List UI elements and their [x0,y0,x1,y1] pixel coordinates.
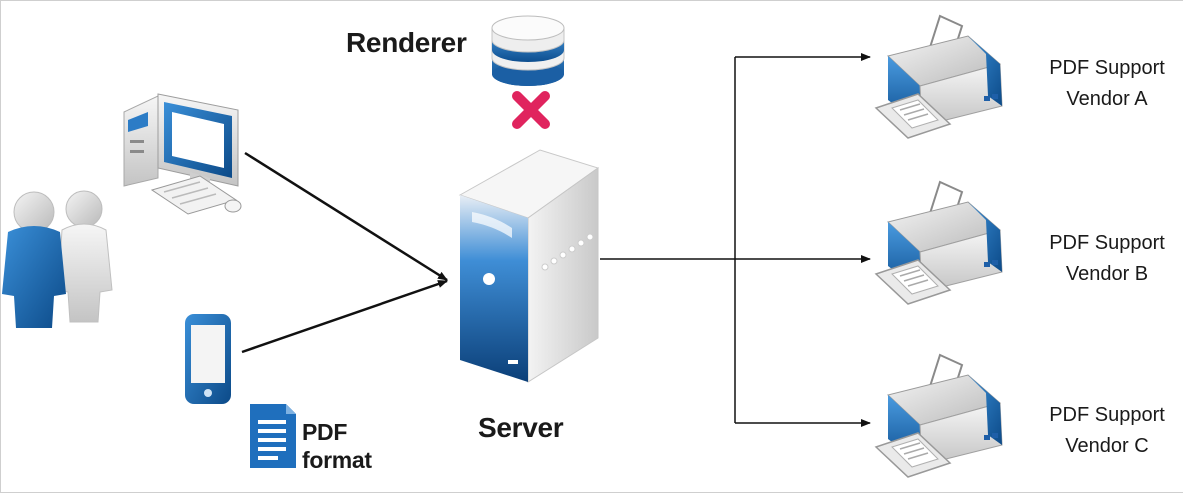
vendor-b-label: PDF Support Vendor B [1027,228,1186,290]
mobile-to-server-arrow [241,279,448,354]
vendor-c-line2: Vendor C [1065,435,1149,457]
users-icon [2,190,113,328]
vendor-a-label: PDF Support Vendor A [1027,53,1186,115]
vendor-b-line2: Vendor B [1065,263,1149,285]
printer-icon [875,15,1003,139]
server-tower-icon [458,149,600,383]
vendor-b-line1: PDF Support [1049,232,1165,254]
server-label: Server [478,412,564,443]
database-icon [491,15,565,86]
desktop-to-server-arrow [244,151,448,282]
vendor-a-line1: PDF Support [1049,57,1165,79]
pdf-format-label: PDF format [302,418,372,474]
vendor-a-line2: Vendor A [1066,88,1148,110]
pdf-label-line1: PDF [302,419,348,445]
red-x-icon [512,91,550,129]
smartphone-icon [185,314,231,404]
printer-icon [875,354,1003,478]
printer-icon [875,181,1003,305]
pdf-document-icon [250,404,296,468]
vendor-c-label: PDF Support Vendor C [1027,400,1186,462]
pdf-label-line2: format [302,447,372,473]
renderer-label: Renderer [346,27,467,58]
vendor-c-line1: PDF Support [1049,404,1165,426]
desktop-computer-icon [123,93,242,215]
